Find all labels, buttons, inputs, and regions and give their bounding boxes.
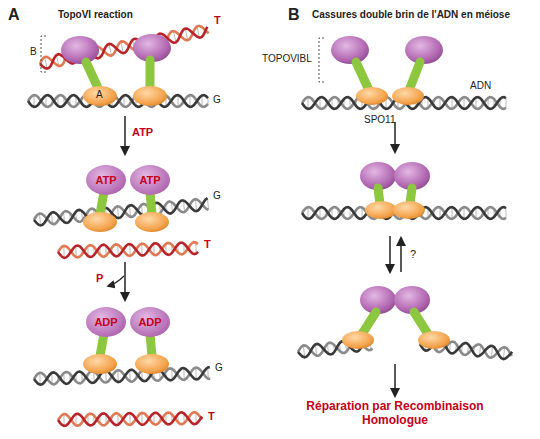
label: TOPOVIBL <box>262 53 312 65</box>
label: P <box>96 272 103 285</box>
dna-helix <box>28 95 208 107</box>
protein-lobe: ATP <box>86 165 126 195</box>
dna-strand <box>58 412 202 426</box>
lobe-label: ATP <box>95 174 116 186</box>
label: A <box>8 6 20 24</box>
label: T <box>214 14 221 27</box>
dna-strand <box>34 367 210 385</box>
protein-lobe: ATP <box>130 165 170 195</box>
dna-strand <box>34 368 210 385</box>
label: T <box>204 238 211 251</box>
lobe-label: ADP <box>138 316 161 328</box>
label: T <box>208 410 215 423</box>
label: ATP <box>132 126 153 139</box>
dna-strand <box>58 412 202 426</box>
label: A <box>96 89 103 101</box>
label: TopoVI reaction <box>58 9 133 21</box>
dna-helix <box>34 367 210 385</box>
dna-strand <box>40 27 207 69</box>
dna-strand <box>58 413 202 426</box>
dna-strand <box>34 198 209 225</box>
dna-strand <box>34 199 209 224</box>
label: Réparation par Recombinaison Homologue <box>295 400 495 428</box>
label: B <box>288 6 300 24</box>
dna-helix <box>34 198 209 225</box>
label: G <box>213 94 221 106</box>
lobe-label: ATP <box>139 174 160 186</box>
protein-lobe: ADP <box>130 307 170 337</box>
label: SPO11 <box>364 114 396 126</box>
dna-strand <box>34 198 208 225</box>
dna-strand <box>28 95 208 107</box>
dna-helix <box>40 26 209 69</box>
dna-strand <box>58 243 198 258</box>
label: ADN <box>470 80 491 92</box>
dna-strand <box>58 242 198 257</box>
protein <box>41 34 450 396</box>
dna-strand <box>28 95 208 107</box>
label: B <box>30 46 37 58</box>
protein-lobe: ADP <box>86 307 126 337</box>
label: G <box>215 362 223 374</box>
dna-helix <box>58 242 198 258</box>
dna-helix <box>58 412 202 426</box>
label: G <box>213 190 221 202</box>
label: ? <box>410 248 416 261</box>
dna-strand <box>28 95 208 107</box>
label: Cassures double brin de l'ADN en méiose <box>312 9 510 21</box>
lobe-label: ADP <box>94 316 117 328</box>
